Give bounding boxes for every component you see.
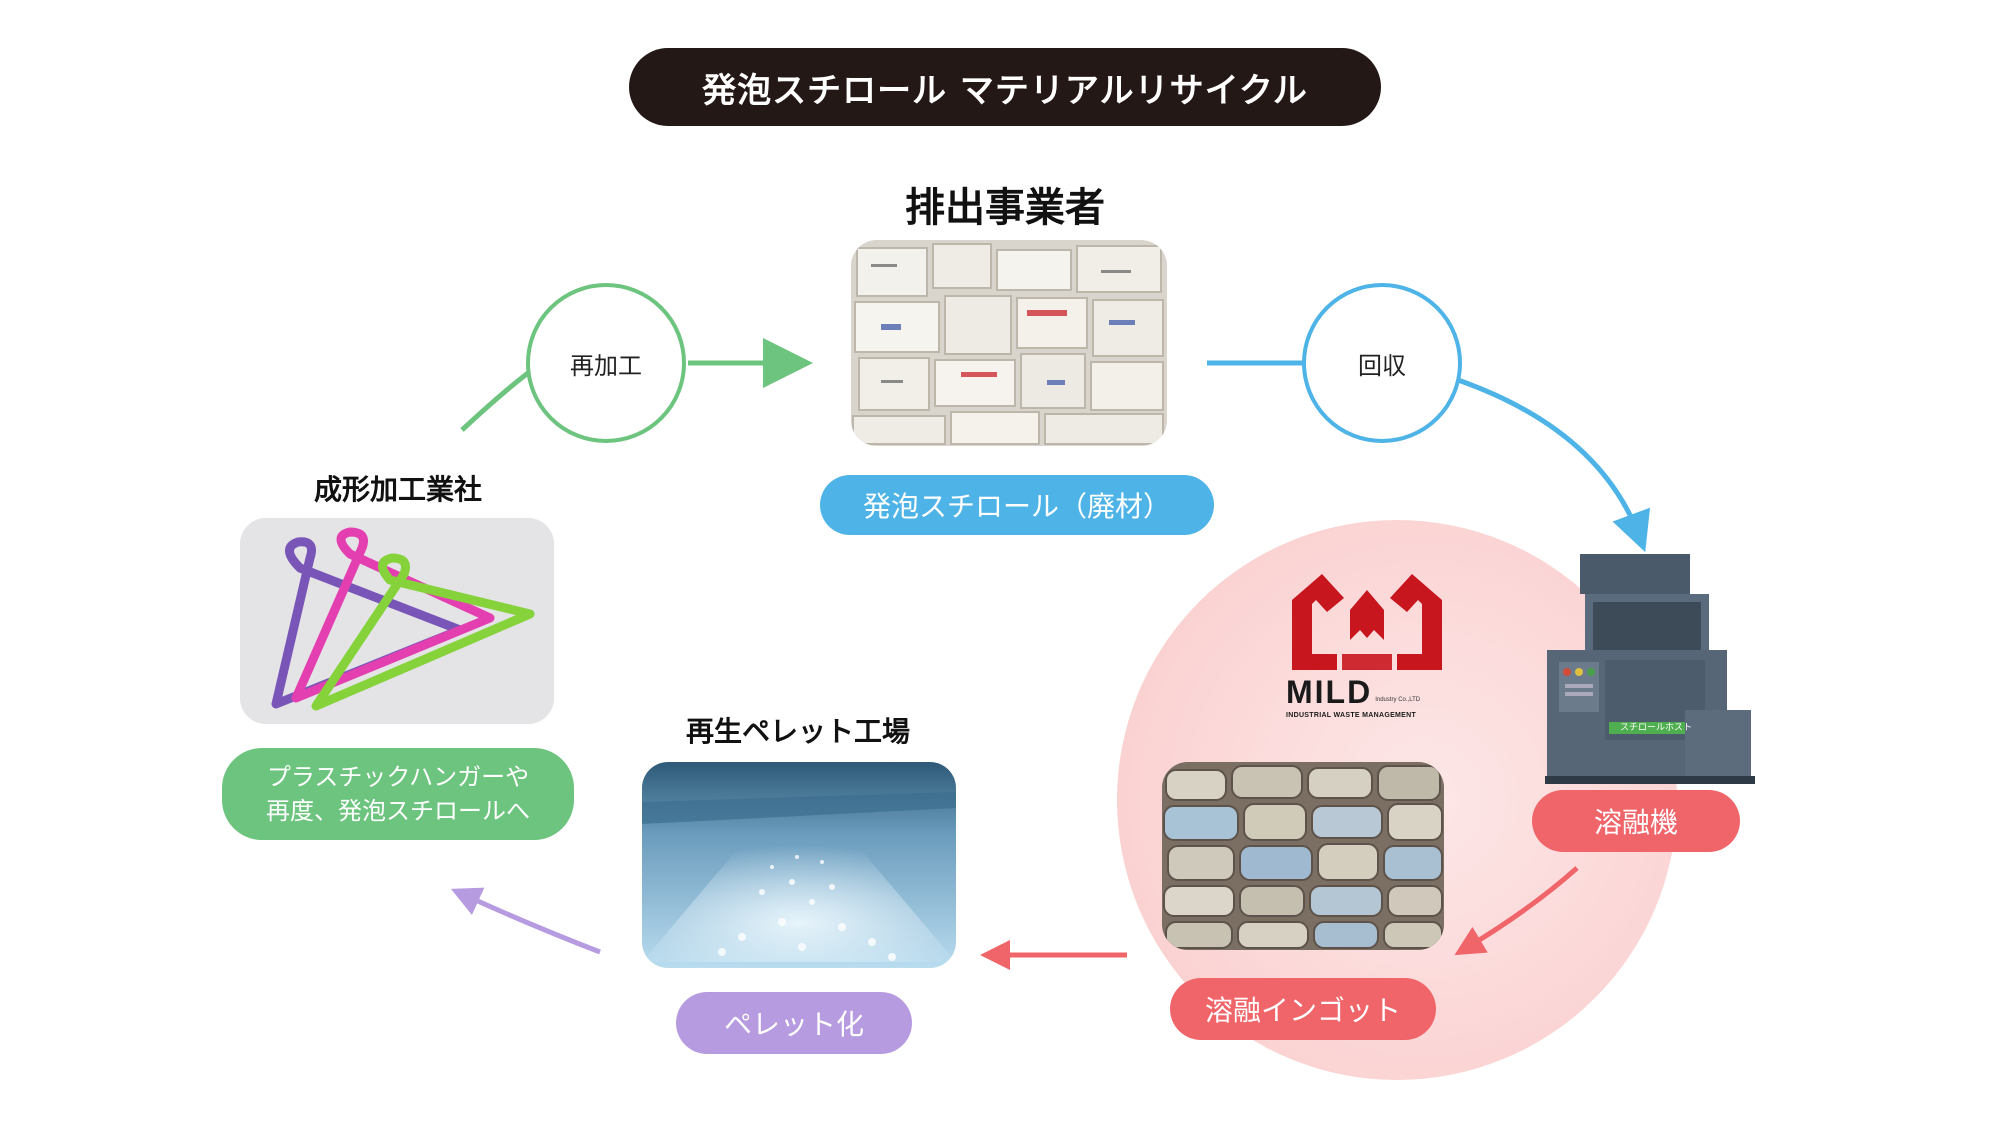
melt-arrow: [1454, 866, 1579, 956]
molder-heading: 成形加工業社: [313, 473, 482, 506]
mild-logo-tagline: INDUSTRIAL WASTE MANAGEMENT: [1286, 712, 1417, 719]
collect-arrow-curve: [1457, 377, 1651, 553]
step-collect-label: 回収: [1358, 351, 1406, 380]
melting-machine-image: [1545, 550, 1755, 786]
reprocess-circle: [526, 283, 686, 443]
styrofoam-waste-photo: [851, 240, 1167, 446]
emitter-heading: 排出事業者: [905, 185, 1105, 231]
molder-label-pill: プラスチックハンガーや 再度、発泡スチロールへ: [222, 748, 574, 840]
molder-label-line2: 再度、発泡スチロールへ: [266, 797, 530, 825]
step-reprocess-label: 再加工: [570, 351, 642, 380]
molder-label-line1: プラスチックハンガーや: [266, 763, 530, 791]
mild-logo: MILD Industry Co.,LTD INDUSTRIAL WASTE M…: [1282, 570, 1452, 730]
page-title: 発泡スチロール マテリアルリサイクル: [629, 48, 1381, 126]
reprocess-arrow-curve: [460, 367, 534, 432]
ingot-label-pill: 溶融インゴット: [1170, 978, 1436, 1040]
recycled-pellets-photo: [642, 762, 956, 968]
plastic-hangers-photo: [240, 518, 554, 724]
pellet-arrow: [450, 887, 601, 955]
melted-ingot-photo: [1162, 762, 1444, 950]
melter-label-pill: 溶融機: [1532, 790, 1740, 852]
machine-brand-text: スチロールホスト: [1619, 723, 1692, 733]
collect-circle: [1302, 283, 1462, 443]
pellet-heading: 再生ペレット工場: [685, 715, 910, 748]
emitter-label-pill: 発泡スチロール（廃材）: [820, 475, 1214, 535]
pellet-label-pill: ペレット化: [676, 992, 912, 1054]
mild-logo-name: MILD: [1286, 674, 1373, 710]
mild-logo-suffix: Industry Co.,LTD: [1375, 697, 1421, 703]
